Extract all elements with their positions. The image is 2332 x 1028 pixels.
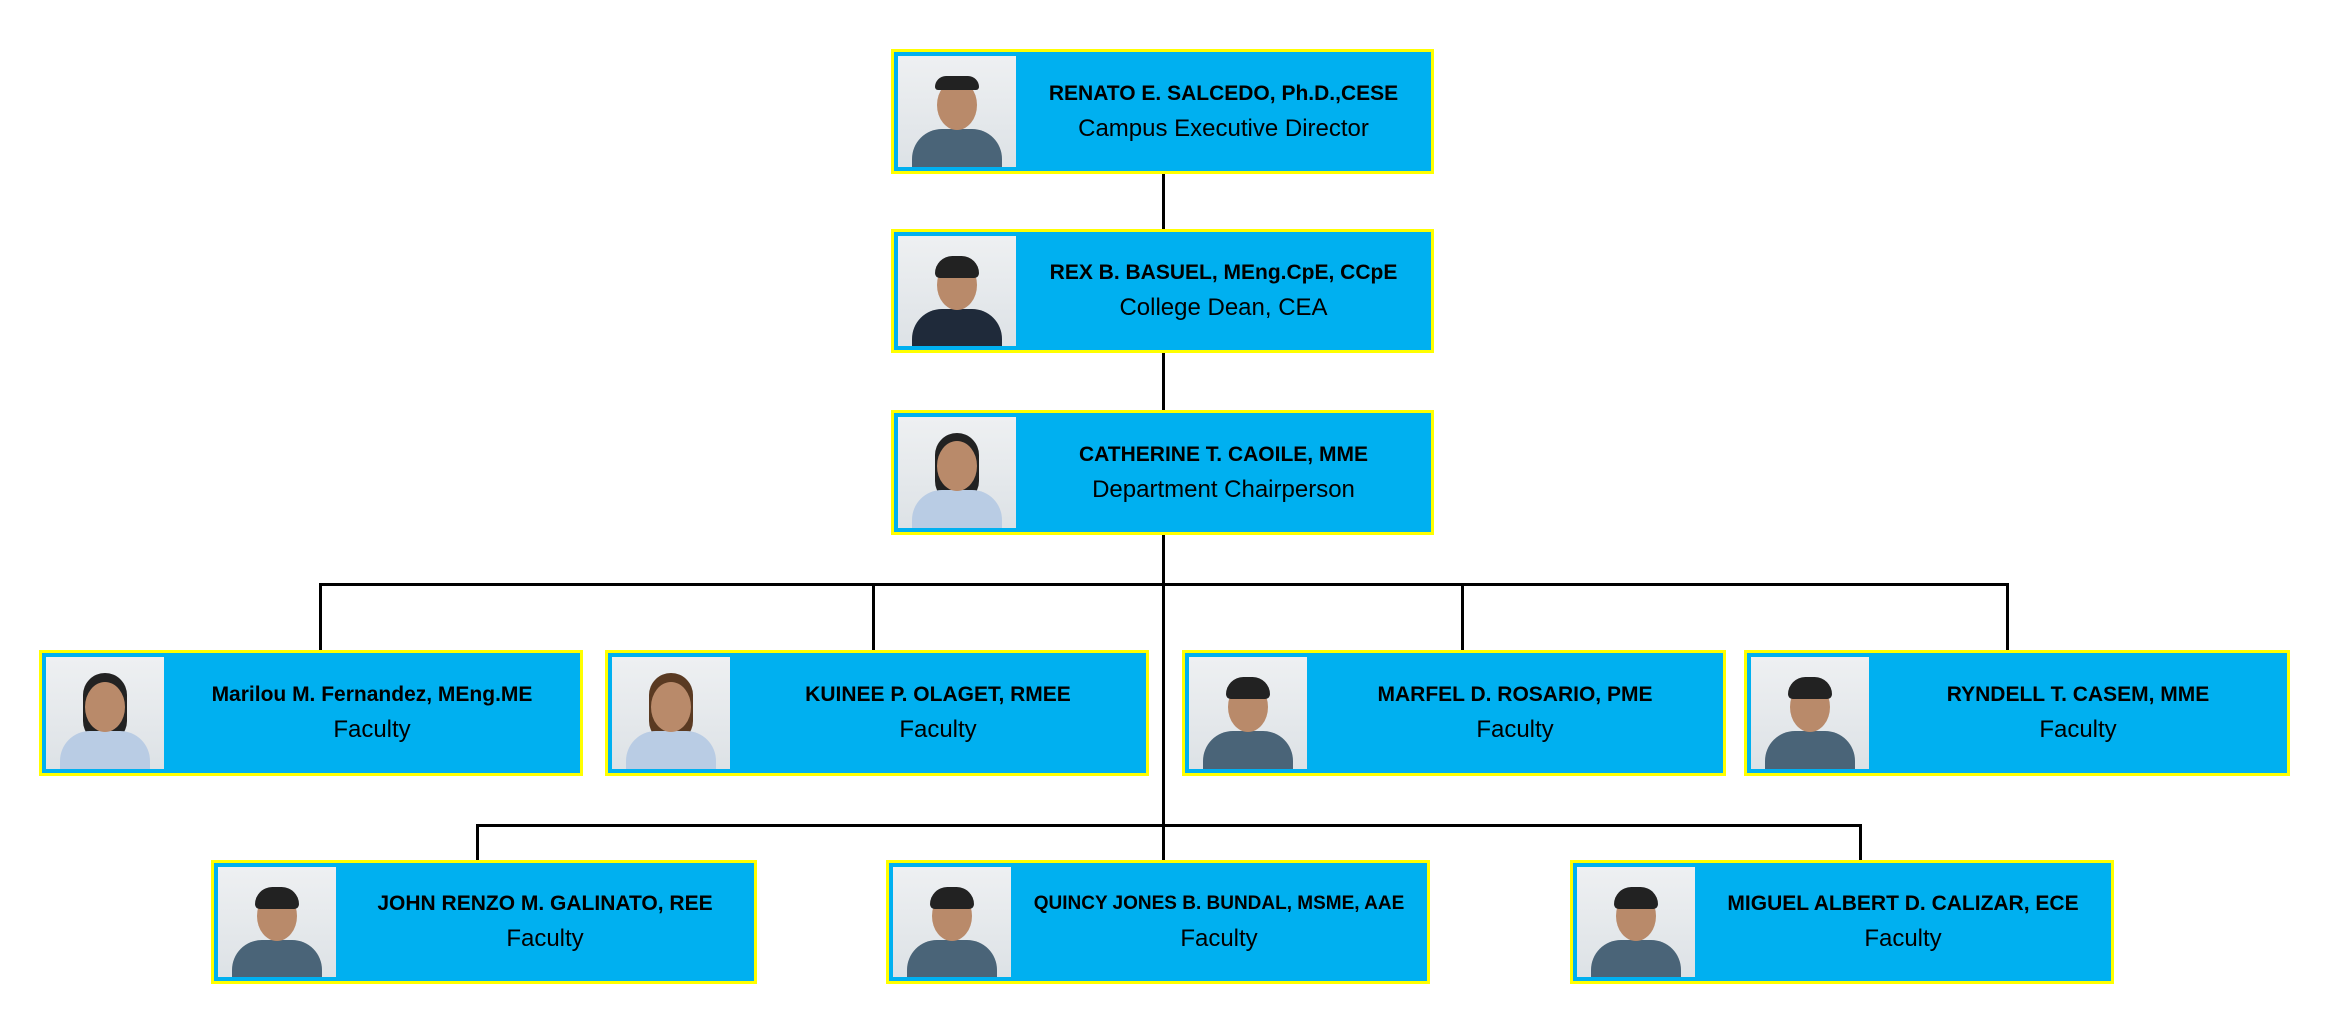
- org-node-campus-director: RENATO E. SALCEDO, Ph.D.,CESE Campus Exec…: [891, 49, 1434, 174]
- connector-row2-drop: [476, 824, 479, 861]
- person-title: Faculty: [1180, 925, 1258, 952]
- person-photo: [1577, 867, 1695, 977]
- connector-row1-horizontal: [319, 583, 2009, 586]
- person-photo: [46, 657, 164, 769]
- person-photo: [1751, 657, 1869, 769]
- org-node-college-dean: REX B. BASUEL, MEng.CpE, CCpE College Dea…: [891, 229, 1434, 353]
- person-photo: [898, 236, 1016, 346]
- connector-row1-drop: [2006, 583, 2009, 651]
- person-photo: [218, 867, 336, 977]
- person-name: REX B. BASUEL, MEng.CpE, CCpE: [1049, 261, 1398, 284]
- person-title: Faculty: [506, 925, 584, 952]
- org-node-faculty: JOHN RENZO M. GALINATO, REE Faculty: [211, 860, 757, 984]
- person-name: MARFEL D. ROSARIO, PME: [1377, 683, 1653, 706]
- org-node-faculty: RYNDELL T. CASEM, MME Faculty: [1744, 650, 2290, 776]
- org-node-faculty: KUINEE P. OLAGET, RMEE Faculty: [605, 650, 1149, 776]
- person-name: CATHERINE T. CAOILE, MME: [1079, 442, 1368, 466]
- person-name: RYNDELL T. CASEM, MME: [1946, 683, 2210, 706]
- connector-row1-drop: [1461, 583, 1464, 651]
- person-photo: [612, 657, 730, 769]
- connector-row1-drop: [872, 583, 875, 651]
- person-name: QUINCY JONES B. BUNDAL, MSME, AAE: [1033, 893, 1405, 914]
- person-photo: [1189, 657, 1307, 769]
- org-node-faculty: MARFEL D. ROSARIO, PME Faculty: [1182, 650, 1726, 776]
- person-name: Marilou M. Fernandez, MEng.ME: [211, 683, 533, 706]
- org-node-faculty: MIGUEL ALBERT D. CALIZAR, ECE Faculty: [1570, 860, 2114, 984]
- person-title: Faculty: [1864, 925, 1942, 952]
- person-title: Faculty: [899, 716, 977, 743]
- person-title: Department Chairperson: [1092, 475, 1355, 503]
- connector-row2-horizontal: [476, 824, 1862, 827]
- person-title: Faculty: [1476, 716, 1554, 743]
- person-title: Faculty: [2039, 716, 2117, 743]
- person-photo: [893, 867, 1011, 977]
- person-name: KUINEE P. OLAGET, RMEE: [805, 683, 1071, 706]
- person-title: College Dean, CEA: [1119, 294, 1328, 321]
- person-photo: [898, 417, 1016, 528]
- person-name: MIGUEL ALBERT D. CALIZAR, ECE: [1727, 892, 2079, 915]
- person-title: Faculty: [333, 716, 411, 743]
- connector-row2-drop: [1859, 824, 1862, 861]
- org-node-faculty: QUINCY JONES B. BUNDAL, MSME, AAE Faculty: [886, 860, 1430, 984]
- person-title: Campus Executive Director: [1078, 114, 1369, 142]
- person-name: RENATO E. SALCEDO, Ph.D.,CESE: [1048, 81, 1399, 105]
- connector-row1-drop: [319, 583, 322, 651]
- person-photo: [898, 56, 1016, 167]
- org-node-department-chair: CATHERINE T. CAOILE, MME Department Chair…: [891, 410, 1434, 535]
- org-node-faculty: Marilou M. Fernandez, MEng.ME Faculty: [39, 650, 583, 776]
- person-name: JOHN RENZO M. GALINATO, REE: [377, 892, 713, 915]
